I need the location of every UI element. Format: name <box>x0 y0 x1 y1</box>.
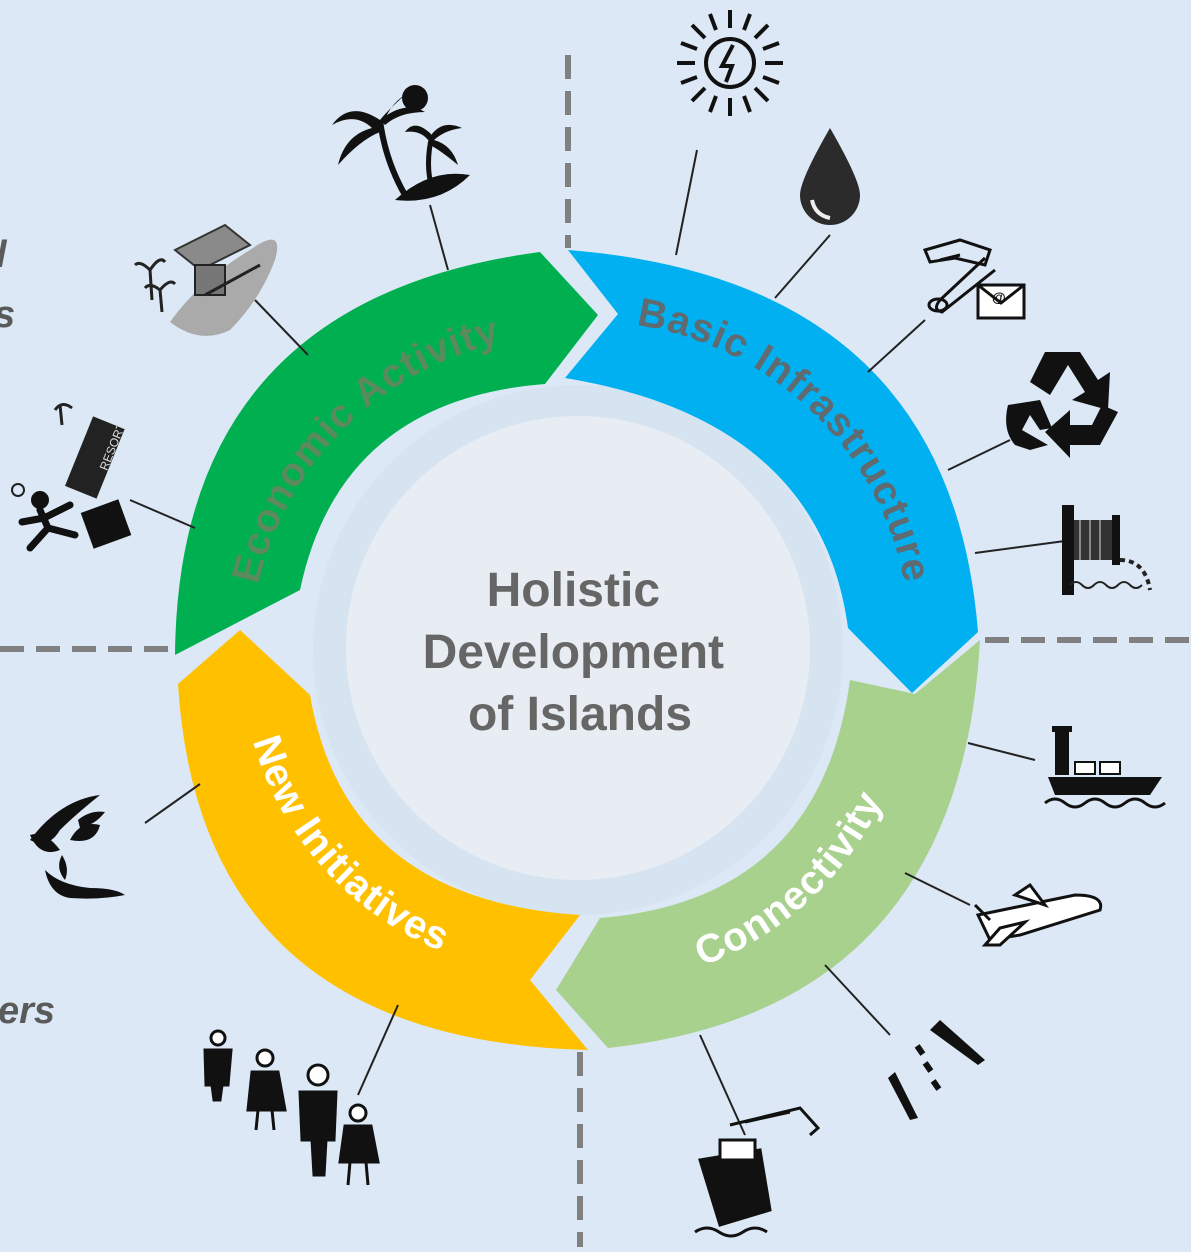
resort-traveler-icon: RESORT <box>11 403 132 552</box>
edge-text-left-top-1: l <box>0 234 7 277</box>
segment-connectivity[interactable] <box>556 640 980 1048</box>
svg-text:@: @ <box>992 289 1006 305</box>
people-group-icon <box>203 1029 380 1186</box>
quadrant-dividers <box>0 55 1191 1247</box>
airplane-icon <box>973 882 1103 947</box>
solar-power-icon <box>677 10 783 116</box>
sewage-outfall-icon <box>1062 505 1152 595</box>
center-disc <box>346 416 810 880</box>
pipe-mail-icon: @ <box>922 238 1026 320</box>
segment-economic-activity[interactable] <box>175 252 598 655</box>
center-title-line-2: Development <box>423 626 724 679</box>
recycle-icon <box>1006 352 1118 458</box>
edge-text-left-top-2: s <box>0 294 15 337</box>
road-icon <box>888 1020 985 1120</box>
center-title-line-1: Holistic <box>487 564 660 617</box>
hands-plant-icon <box>30 795 125 899</box>
icon-connectors <box>129 149 1066 1136</box>
port-crane-ship-icon <box>694 1106 821 1238</box>
center-title: Holistic Development of Islands <box>423 564 738 741</box>
segment-new-initiatives[interactable] <box>178 630 588 1050</box>
palm-island-icon <box>332 85 470 201</box>
water-drop-icon <box>800 128 860 225</box>
center-title-line-3: of Islands <box>468 688 692 741</box>
beach-hut-icon <box>133 223 278 336</box>
ferry-icon <box>1044 726 1166 809</box>
segment-basic-infrastructure[interactable] <box>565 250 978 693</box>
edge-text-left-bottom: ers <box>0 990 56 1032</box>
